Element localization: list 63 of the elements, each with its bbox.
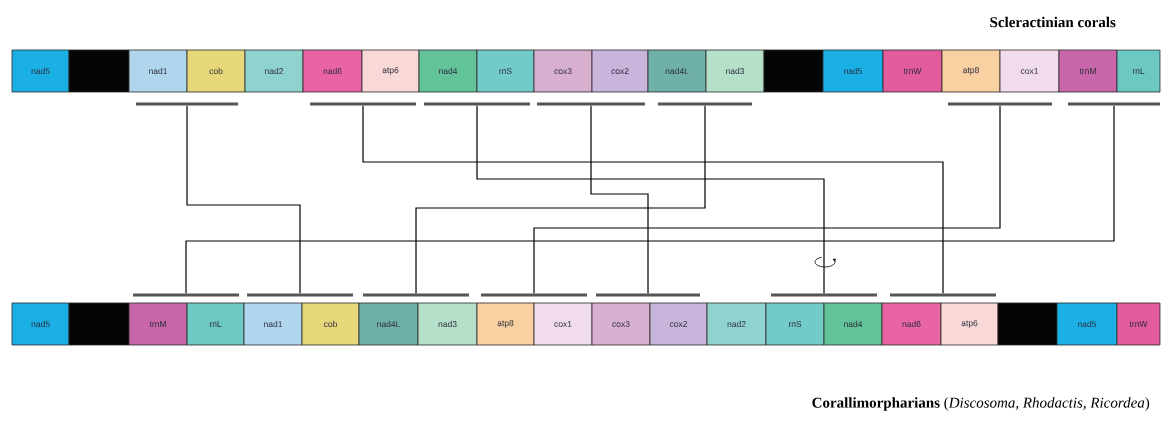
connector-line <box>415 105 706 294</box>
gene-bar <box>363 293 469 297</box>
gene-box: nad2 <box>244 49 304 93</box>
connector-line <box>186 105 301 294</box>
gene-box: rnL <box>186 302 245 346</box>
gene-box: trnW <box>882 49 943 93</box>
gene-box: nad5 <box>11 49 70 93</box>
gene-bar <box>1068 102 1160 106</box>
gene-box: trnM <box>1058 49 1118 93</box>
gene-box: nad4 <box>823 302 883 346</box>
gene-box: cox1 <box>533 302 593 346</box>
gene-box: nad5 <box>1056 302 1118 346</box>
connector-line <box>533 105 1001 294</box>
gene-box: cox2 <box>649 302 708 346</box>
gene-box: trnW <box>1116 302 1161 346</box>
gene-bar <box>133 293 239 297</box>
gene-box: trnM <box>128 302 188 346</box>
gene-bar <box>537 102 645 106</box>
gene-bar <box>771 293 877 297</box>
gene-box: nad4 <box>418 49 478 93</box>
gene-box: atp8 <box>476 302 535 346</box>
connector-line <box>185 105 1115 294</box>
connector-line <box>476 105 825 294</box>
gene-bar <box>596 293 700 297</box>
heading: Scleractinian corals <box>990 16 1116 28</box>
gene-box: cox1 <box>999 49 1060 93</box>
gene-box: atp6 <box>361 49 420 93</box>
gene-bar <box>481 293 587 297</box>
gene-box: cob <box>301 302 360 346</box>
gene-box: nad3 <box>417 302 478 346</box>
connector-line <box>362 105 944 294</box>
gene-box: atp8 <box>941 49 1001 93</box>
gene-box: nad5 <box>822 49 884 93</box>
gene-box: atp6 <box>940 302 999 346</box>
gene-box: nad1 <box>128 49 188 93</box>
gene-box: nad6 <box>881 302 942 346</box>
gene-box: cox3 <box>533 49 593 93</box>
gene-box: rnS <box>765 302 825 346</box>
gene-box: nad4L <box>358 302 419 346</box>
gene-box: nad2 <box>706 302 767 346</box>
heading: Corallimorpharians (Discosoma, Rhodactis, Ricordea) <box>812 397 1150 411</box>
gene-box: cox3 <box>591 302 651 346</box>
gene-bar <box>247 293 353 297</box>
filled-block <box>68 49 130 93</box>
gene-box: nad4L <box>647 49 707 93</box>
filled-block <box>763 49 824 93</box>
gene-box: cox2 <box>591 49 649 93</box>
gene-box: nad6 <box>302 49 363 93</box>
gene-box: cob <box>186 49 246 93</box>
connector-line <box>590 105 649 294</box>
gene-box: rnS <box>476 49 535 93</box>
gene-bar <box>890 293 996 297</box>
gene-box: nad5 <box>11 302 70 346</box>
gene-bar <box>310 102 416 106</box>
gene-bar <box>424 102 530 106</box>
filled-block <box>68 302 130 346</box>
gene-box: nad3 <box>705 49 765 93</box>
gene-box: nad1 <box>243 302 303 346</box>
gene-bar <box>658 102 752 106</box>
gene-bar <box>948 102 1052 106</box>
gene-bar <box>136 102 238 106</box>
filled-block <box>997 302 1058 346</box>
gene-box: rnL <box>1116 49 1161 93</box>
